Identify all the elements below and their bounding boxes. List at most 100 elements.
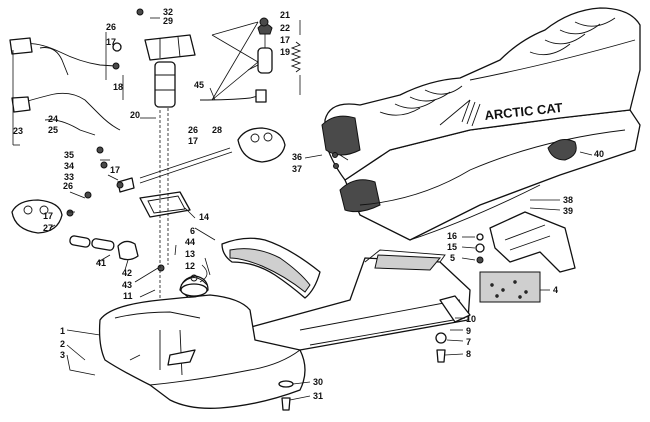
filter-spring xyxy=(290,41,302,73)
callout-17-mid: 17 xyxy=(188,136,198,146)
callout-4: 4 xyxy=(553,285,558,295)
callout-17-bottom: 17 xyxy=(43,211,53,221)
washer-30 xyxy=(278,380,294,388)
callout-17-left: 17 xyxy=(110,165,120,175)
screw-32 xyxy=(136,8,144,16)
clamp-44 xyxy=(157,264,165,272)
sensor-lead xyxy=(199,95,259,101)
wire-harness-lower xyxy=(14,92,121,131)
clamp-17d xyxy=(66,209,74,217)
callout-5: 5 xyxy=(450,253,455,263)
callout-17-top: 17 xyxy=(106,37,116,47)
callout-21: 21 xyxy=(280,10,290,20)
fuel-line-long xyxy=(139,147,233,184)
callout-13: 13 xyxy=(185,249,195,259)
pump-bracket xyxy=(144,34,196,61)
callout-31: 31 xyxy=(313,391,323,401)
fuel-pump xyxy=(154,61,176,108)
callout-26-left: 26 xyxy=(63,181,73,191)
callout-32: 32 xyxy=(163,7,173,17)
callout-16: 16 xyxy=(447,231,457,241)
washer-7 xyxy=(435,332,447,344)
fuel-pump-assembly xyxy=(9,8,576,411)
pin-37 xyxy=(333,163,339,169)
callout-36: 36 xyxy=(292,152,302,162)
callout-38: 38 xyxy=(563,195,573,205)
fuel-cap xyxy=(180,283,208,297)
callout-43: 43 xyxy=(122,280,132,290)
callout-45: 45 xyxy=(194,80,204,90)
washer-15 xyxy=(475,243,485,253)
wire-harness-upper xyxy=(17,43,116,67)
callout-23: 23 xyxy=(13,126,23,136)
callout-28: 28 xyxy=(212,125,222,135)
callout-20: 20 xyxy=(130,110,140,120)
chassis-assembly xyxy=(98,237,471,409)
fuel-filter xyxy=(257,47,273,74)
clamp-34 xyxy=(96,146,104,154)
seat-cushion xyxy=(324,7,641,181)
pin-36 xyxy=(332,152,338,158)
fuel-hose-2 xyxy=(91,238,115,251)
nut-5 xyxy=(476,256,484,264)
tank-bracket xyxy=(167,349,196,366)
callout-39: 39 xyxy=(563,206,573,216)
callout-35: 35 xyxy=(64,150,74,160)
callout-41: 41 xyxy=(96,258,106,268)
callout-27: 27 xyxy=(43,223,53,233)
clamp-17c xyxy=(116,181,124,189)
callout-2: 2 xyxy=(60,339,65,349)
leader-lines xyxy=(12,17,593,401)
bolt-31 xyxy=(281,397,291,411)
seat-assembly: ARCTIC CAT xyxy=(321,7,641,241)
bracket-9-10 xyxy=(439,295,471,323)
callout-10: 10 xyxy=(466,314,476,324)
callout-19: 19 xyxy=(280,47,290,57)
washer-17a xyxy=(112,42,122,52)
gauge-sender-right xyxy=(237,127,286,163)
reflector-plate xyxy=(479,271,541,303)
callout-24: 24 xyxy=(48,114,58,124)
callout-6: 6 xyxy=(190,226,195,236)
callout-26-mid: 26 xyxy=(188,125,198,135)
fuel-tank xyxy=(98,294,306,409)
fuel-line-elbow xyxy=(117,177,135,193)
clamp-22 xyxy=(259,17,269,27)
wire-harness-connector xyxy=(9,37,33,55)
callout-22: 22 xyxy=(280,23,290,33)
callout-29: 29 xyxy=(163,16,173,26)
callout-30: 30 xyxy=(313,377,323,387)
callout-18: 18 xyxy=(113,82,123,92)
bolt-8 xyxy=(436,349,446,363)
callout-15: 15 xyxy=(447,242,457,252)
callout-1: 1 xyxy=(60,326,65,336)
gauge-sender-left xyxy=(11,199,63,234)
fuel-hose xyxy=(69,235,91,248)
callout-14: 14 xyxy=(199,212,209,222)
callout-12: 12 xyxy=(185,261,195,271)
callout-17-filter: 17 xyxy=(280,35,290,45)
callout-40: 40 xyxy=(594,149,604,159)
seat-base-dark-opening xyxy=(339,179,381,213)
nut-17b xyxy=(112,62,120,70)
callout-8: 8 xyxy=(466,349,471,359)
callout-26-top: 26 xyxy=(106,22,116,32)
sensor-connector xyxy=(255,89,267,103)
callout-33: 33 xyxy=(64,172,74,182)
console-shading xyxy=(229,248,311,293)
callout-37: 37 xyxy=(292,164,302,174)
tunnel-vent xyxy=(374,254,442,271)
seat-cushion-dark-opening xyxy=(321,115,361,156)
lower-connector xyxy=(11,96,31,113)
fuel-valve xyxy=(117,240,139,261)
callout-11: 11 xyxy=(123,291,133,301)
clamp-33 xyxy=(100,161,108,169)
callout-34: 34 xyxy=(64,161,74,171)
callout-labels: 32 29 26 17 18 20 21 22 17 19 45 23 24 2… xyxy=(13,7,604,401)
callout-9: 9 xyxy=(466,326,471,336)
clamp-26b xyxy=(84,191,92,199)
callout-7: 7 xyxy=(466,337,471,347)
seat-latch xyxy=(547,139,577,161)
callout-25: 25 xyxy=(48,125,58,135)
